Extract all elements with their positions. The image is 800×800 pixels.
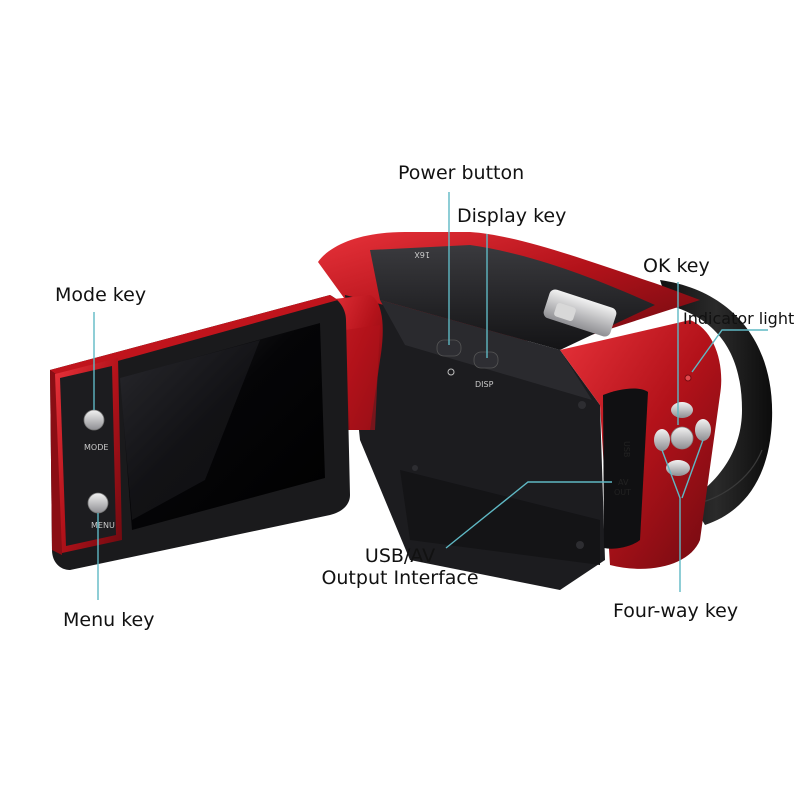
svg-text:MENU: MENU xyxy=(91,521,115,530)
svg-text:DISP: DISP xyxy=(475,380,494,389)
ok-key-label: OK key xyxy=(643,255,710,277)
usb-av-label: USB/AV Output Interface xyxy=(320,545,480,589)
svg-text:16X: 16X xyxy=(414,250,430,259)
camcorder-body: 16X xyxy=(318,232,722,590)
display-key: DISP xyxy=(473,351,499,389)
display-key-label: Display key xyxy=(457,205,567,227)
usb-av-label-line2: Output Interface xyxy=(321,567,479,589)
indicator-light xyxy=(684,374,692,382)
menu-key-label: Menu key xyxy=(63,609,155,631)
svg-text:OUT: OUT xyxy=(614,488,631,497)
svg-text:AV: AV xyxy=(618,478,629,487)
four-way-key-label: Four-way key xyxy=(613,600,739,622)
power-button-label: Power button xyxy=(398,162,525,184)
lcd-panel xyxy=(50,295,350,570)
mode-key-label: Mode key xyxy=(55,284,147,306)
svg-text:MODE: MODE xyxy=(84,443,108,452)
usb-av-port: USB AV OUT xyxy=(614,441,631,497)
leader-lines xyxy=(93,192,768,600)
ok-key xyxy=(670,426,694,450)
usb-av-label-line1: USB/AV xyxy=(364,545,436,567)
svg-text:USB: USB xyxy=(622,441,631,457)
indicator-light-label: Indicator light xyxy=(683,309,795,328)
four-way-key xyxy=(654,402,711,476)
